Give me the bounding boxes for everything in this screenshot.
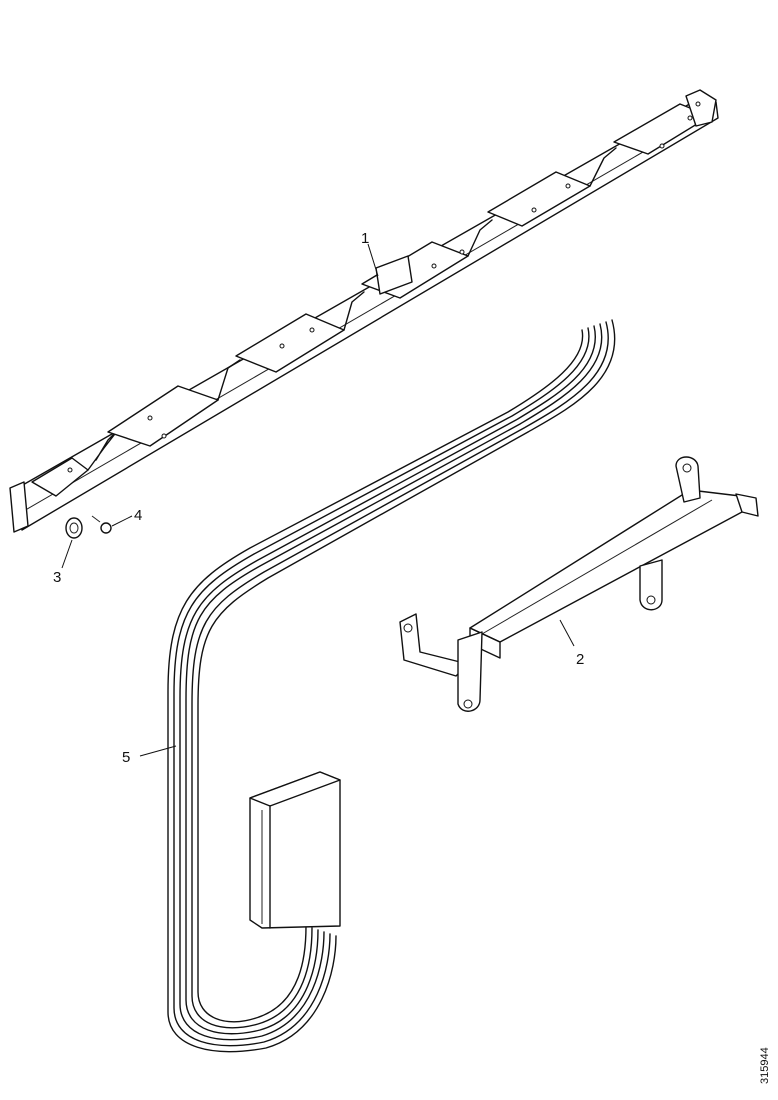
- leader-3: [61, 539, 73, 569]
- callout-5: 5: [122, 749, 130, 766]
- callout-1: 1: [361, 230, 369, 247]
- leader-1: [367, 243, 379, 277]
- document-number: 315944: [759, 1047, 771, 1084]
- leader-5: [139, 745, 177, 757]
- part-5-cable-bundle: [167, 319, 616, 1053]
- part-1-bracket-rail: [9, 89, 719, 533]
- part-3-washer: [65, 517, 83, 539]
- leader-2: [559, 619, 575, 647]
- part-2-support-arm: [399, 456, 759, 712]
- callout-2: 2: [576, 651, 584, 668]
- leader-4: [111, 515, 133, 527]
- callout-4: 4: [134, 507, 142, 524]
- callout-3: 3: [53, 569, 61, 586]
- part-4-screw: [91, 515, 112, 534]
